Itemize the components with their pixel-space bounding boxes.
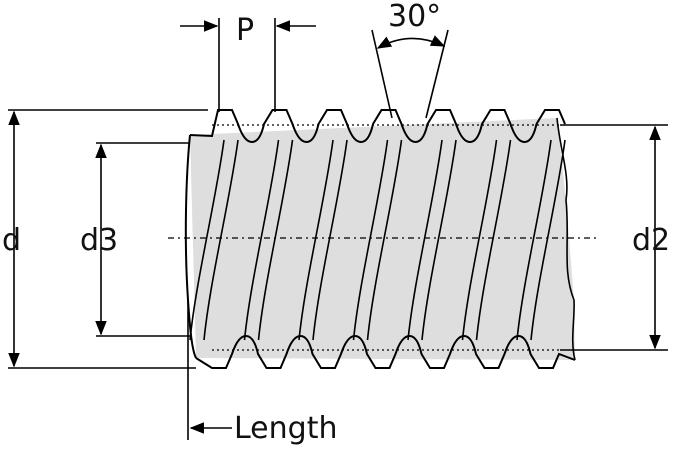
top-thread-profile [189, 109, 566, 144]
helix-line [530, 139, 566, 341]
helix-line [516, 139, 552, 341]
pitch-label: P [236, 13, 254, 48]
length-dimension: Length [187, 300, 337, 446]
angle-label: 30° [388, 0, 441, 34]
length-label: Length [234, 411, 337, 446]
screw-body [184, 109, 576, 369]
helix-line [475, 139, 512, 341]
bottom-thread-profile [195, 334, 576, 369]
screw-left-edge [184, 134, 197, 359]
flank-angle-dimension: 30° [371, 0, 449, 119]
minor-diameter-dimension: d3 [80, 142, 190, 337]
screw-break-edge [556, 117, 576, 361]
helix-line [243, 139, 280, 341]
major-diameter-dimension: d [2, 109, 208, 369]
helix-line [352, 139, 389, 341]
minor-diameter-label: d3 [80, 223, 118, 258]
helix-line [407, 139, 443, 341]
helix-line [257, 139, 294, 341]
pitch-diameter-label: d2 [632, 223, 670, 258]
helix-line [461, 139, 498, 341]
helix-line [298, 139, 334, 341]
pitch-dimension: P [180, 13, 316, 112]
helix-line [366, 139, 403, 341]
helix-line [189, 139, 225, 341]
helix-line [312, 139, 348, 341]
screw-body-fill [190, 118, 575, 360]
pitch-diameter-dimension: d2 [560, 124, 670, 351]
helix-line [203, 139, 239, 341]
thread-helix-lines [189, 139, 566, 341]
helix-line [421, 139, 457, 341]
major-diameter-label: d [2, 223, 21, 258]
